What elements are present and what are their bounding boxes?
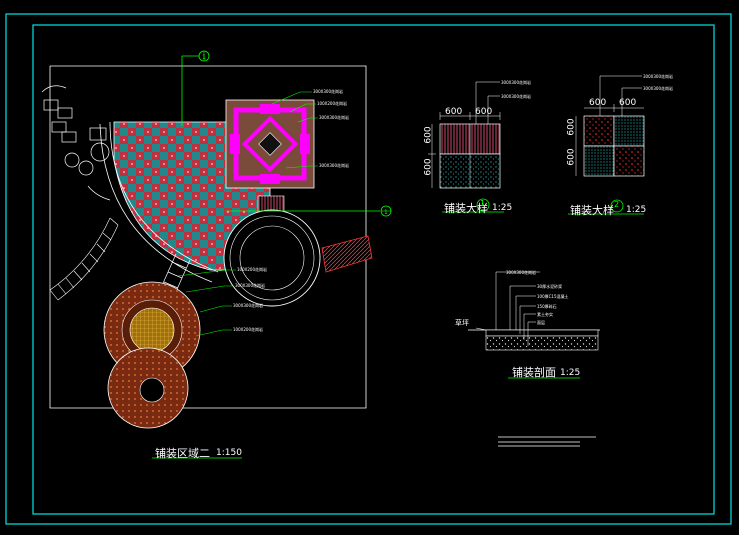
brown-circle-lower: [107, 347, 189, 429]
section-marker-right-number: 1: [384, 209, 388, 216]
seat-arc: [49, 217, 119, 301]
detail2-note-2: 300X300花岗岩: [643, 86, 674, 91]
detail1-scale: 1:25: [492, 203, 513, 213]
red-path: [321, 235, 373, 273]
section-marker-right: [226, 205, 392, 217]
section-marker-top-number: 1: [202, 54, 206, 61]
round-plaza: [223, 209, 321, 307]
detail2-number: 2: [614, 200, 620, 209]
bench-arc: [41, 85, 111, 201]
detail1-dim-side-top: 600: [423, 126, 434, 144]
legend-lines: [498, 436, 596, 447]
plaza-note-3: 300X300花岗岩: [233, 303, 264, 308]
section-marker-top: [181, 50, 210, 126]
motif-leaders: [271, 91, 318, 169]
motif-note-4: 300X300花岗岩: [319, 163, 350, 168]
section-title: 铺装剖面: [512, 366, 556, 379]
inner-frame: [32, 24, 715, 515]
detail-2: [568, 75, 645, 215]
section-side-label: 草坪: [455, 319, 469, 327]
section-layer-4: 素土夯实: [537, 312, 553, 317]
motif-note-1: 300X300花岗岩: [313, 89, 344, 94]
section-layer-3: 150厚碎石: [537, 304, 557, 309]
outer-frame: [5, 13, 732, 525]
detail1-dim-side-bottom: 600: [423, 158, 434, 176]
plaza-note-1: 100X200花岗岩: [237, 267, 268, 272]
main-plan-title: 铺装区域二: [155, 447, 210, 460]
detail-1: [428, 81, 504, 213]
section-layer-2: 100厚C15混凝土: [537, 294, 569, 299]
plaza-note-2: 300X300花岗岩: [235, 283, 266, 288]
motif-note-2: 100X200花岗岩: [317, 101, 348, 106]
section-top-note: 300X300花岗岩: [506, 270, 537, 275]
detail1-number: 1: [480, 199, 486, 208]
detail2-scale: 1:25: [626, 205, 647, 215]
main-plan-scale: 1:150: [216, 448, 242, 458]
section-layer-5: 面层: [537, 320, 545, 325]
section-detail: [468, 271, 600, 379]
detail2-note-1: 300X300花岗岩: [643, 74, 674, 79]
plaza-leaders: [177, 269, 236, 337]
motif-note-3: 300X300花岗岩: [319, 115, 350, 120]
main-plan: 1 1: [41, 50, 392, 429]
detail2-title: 铺装大样: [570, 204, 614, 217]
detail2-dim-top-left: 600: [589, 98, 607, 108]
detail2-dim-top-right: 600: [619, 98, 637, 108]
detail1-dim-top-left: 600: [445, 107, 463, 117]
detail1-title: 铺装大样: [444, 202, 488, 215]
section-layer-1: 30厚水泥砂浆: [537, 284, 563, 289]
detail2-dim-side-top: 600: [566, 118, 577, 136]
section-scale: 1:25: [560, 368, 581, 378]
detail1-note-2: 300X300花岗岩: [501, 94, 532, 99]
magenta-motif: [225, 99, 315, 189]
detail1-note-1: 300X300花岗岩: [501, 80, 532, 85]
detail2-dim-side-bottom: 600: [566, 148, 577, 166]
detail1-dim-top-right: 600: [475, 107, 493, 117]
plaza-note-4: 100X200花岗岩: [233, 327, 264, 332]
